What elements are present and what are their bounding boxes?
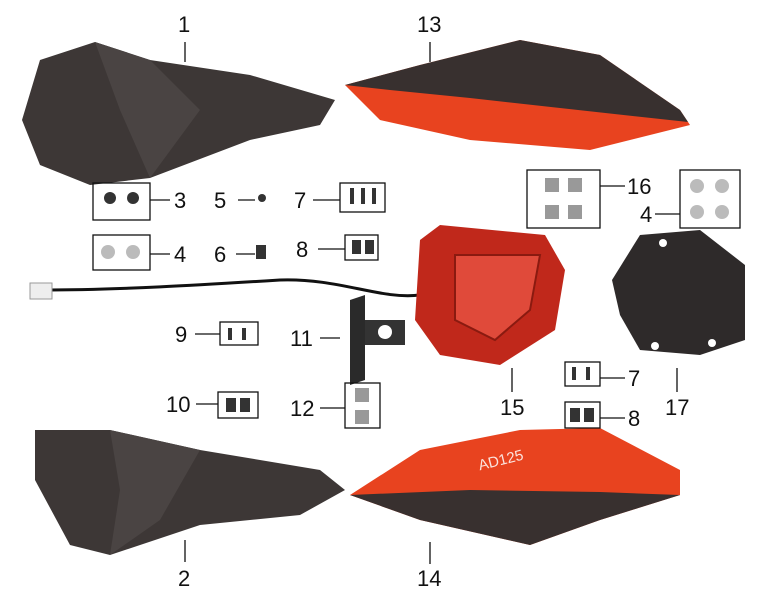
part-1-inner-cover [22, 42, 335, 185]
callout-11: 11 [290, 326, 313, 351]
callout-2: 2 [178, 566, 191, 591]
part-13-side-cover [345, 40, 690, 150]
callout-7-right: 7 [628, 366, 641, 391]
callout-14: 14 [417, 566, 442, 591]
callout-3: 3 [174, 188, 187, 213]
callout-6: 6 [214, 242, 227, 267]
callout-1: 1 [178, 12, 191, 37]
callout-16: 16 [627, 174, 652, 199]
callout-9: 9 [175, 322, 188, 347]
callout-8: 8 [296, 237, 309, 262]
part-15-tail-light [29, 225, 565, 365]
callout-12: 12 [290, 396, 315, 421]
callout-17: 17 [665, 395, 690, 420]
part-14-side-cover [350, 428, 680, 545]
callout-8-right: 8 [628, 406, 641, 431]
part-11-bracket [350, 295, 405, 385]
part-boxes [92, 169, 741, 429]
part-17-cover [612, 230, 745, 355]
callout-4-right: 4 [640, 202, 653, 227]
fasteners [101, 178, 729, 424]
callout-4-left: 4 [174, 242, 187, 267]
callout-13: 13 [417, 12, 442, 37]
callout-10: 10 [166, 392, 191, 417]
leader-lines [150, 42, 680, 564]
part-2-inner-cover [35, 430, 345, 555]
callout-5: 5 [214, 188, 227, 213]
callout-15: 15 [500, 395, 525, 420]
callout-7: 7 [294, 188, 307, 213]
